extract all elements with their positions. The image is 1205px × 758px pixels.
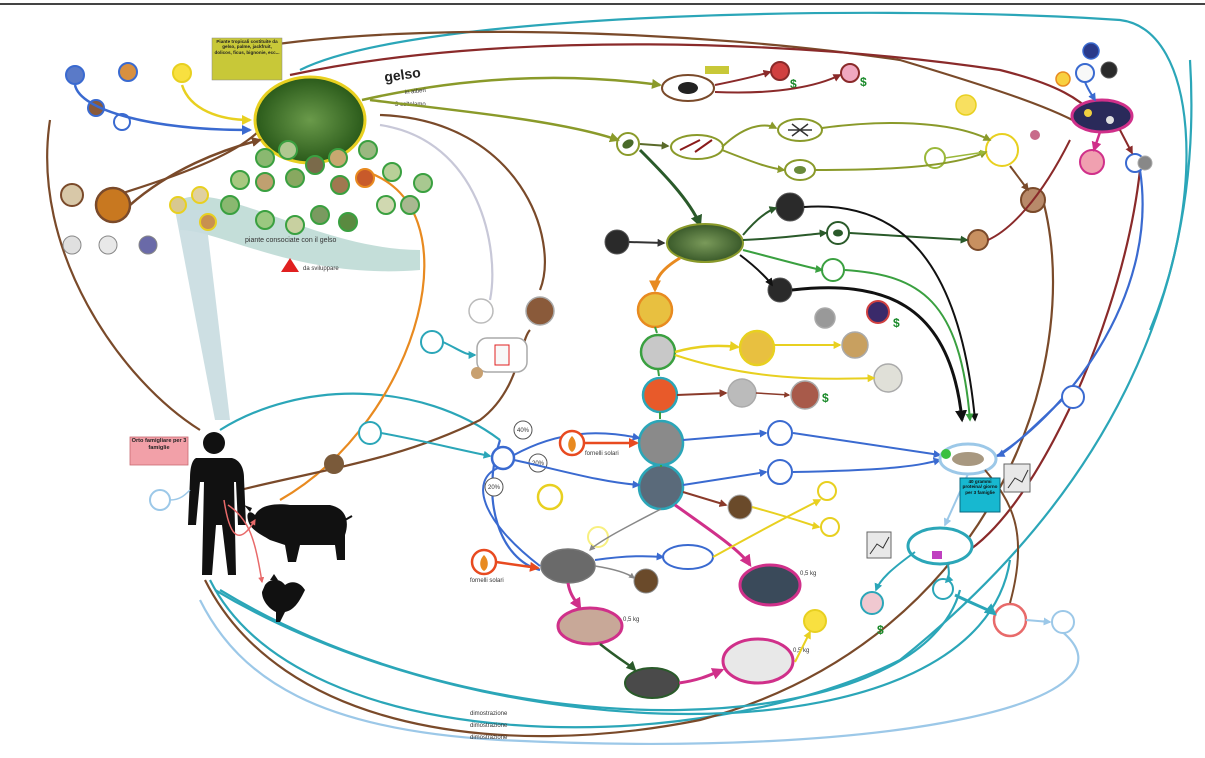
protein-note-box [959, 477, 1001, 513]
tree-cluster: piante consociate con il gelso da svilup… [169, 63, 433, 420]
pot-cluster-left [60, 137, 262, 255]
kg-label-2: 0,5 kg [800, 571, 816, 577]
family-note-box [129, 436, 189, 466]
top-center-nodes: $ $ [361, 61, 867, 102]
topright-cluster [1055, 42, 1153, 175]
percent-label-1: 40% [517, 428, 530, 434]
gelso-tree-node [253, 75, 367, 165]
silhouettes [188, 432, 353, 622]
plants-note-text: Piante tropicali costituite da gelso, pa… [214, 39, 280, 55]
dollar-sign-3: $ [893, 316, 900, 330]
flow-line-left-brown [46, 119, 201, 431]
chart-icon-1 [1003, 463, 1031, 493]
flow-line-bottom-teal1 [219, 589, 962, 712]
flow-line-bottom-lightblue [199, 599, 1080, 745]
dollar-sign-5: $ [877, 623, 884, 637]
flow-line-brown-left-mid [99, 129, 261, 202]
kg-label-1: 0,5 kg [623, 617, 639, 623]
flow-line-pale-grey [379, 123, 494, 301]
dimostrazione-label-3: dimostrazione [470, 735, 508, 741]
family-note-text: Orto famigliare per 3 famiglie [131, 438, 187, 451]
gelso-sub-label-1: in alberi [405, 88, 427, 96]
percent-label-3: 20% [488, 485, 501, 491]
field-node [666, 223, 744, 263]
flow-line-top-darkred [289, 43, 1096, 116]
flow-line-top-brown [239, 30, 1091, 131]
top-border-line [0, 3, 1205, 5]
water-split-nodes: 40% 20% 20% [324, 296, 641, 497]
process-chain: $ $ [636, 256, 942, 537]
fornelli-label-2: fornelli solari [470, 578, 504, 584]
plants-note-box [211, 37, 283, 81]
companion-plants-icons [169, 140, 433, 235]
dollar-sign-4: $ [822, 391, 829, 405]
protein-note-text: 40 grammi proteina/ giorno per 3 famigli… [962, 479, 998, 495]
rooster-silhouette [262, 574, 305, 622]
pale-arrow-down [175, 210, 230, 420]
pig-silhouette [244, 504, 353, 562]
dimostrazione-label-2: dimostrazione [470, 723, 508, 729]
dollar-sign-2: $ [860, 75, 867, 89]
dimostrazione-label-1: dimostrazione [470, 711, 508, 717]
companion-plants-label: piante consociate con il gelso [245, 237, 337, 244]
gelso-label: gelso [383, 64, 421, 85]
flow-line-bottom-teal2 [214, 559, 1012, 716]
water-cluster-topleft [65, 62, 252, 135]
right-cluster: $ [860, 385, 1085, 638]
percent-label-2: 20% [532, 461, 545, 467]
warning-icon [281, 258, 299, 272]
flow-line-teal-mid [219, 392, 501, 441]
sun-icon [172, 63, 192, 83]
flow-line-brown-mid [379, 113, 546, 291]
field-cluster [604, 139, 1071, 423]
fornelli-label-1: fornelli solari [585, 451, 619, 457]
fire-nodes: fornelli solari fornelli solari [470, 429, 639, 584]
lower-chain: 0,5 kg 0,5 kg 0,5 kg [482, 467, 827, 699]
sviluppo-label: da sviluppare [303, 266, 339, 272]
leaf-chain [369, 94, 1046, 213]
dollar-sign-1: $ [790, 77, 797, 91]
human-silhouette [188, 432, 246, 575]
flow-line-right-brown [204, 189, 1055, 738]
